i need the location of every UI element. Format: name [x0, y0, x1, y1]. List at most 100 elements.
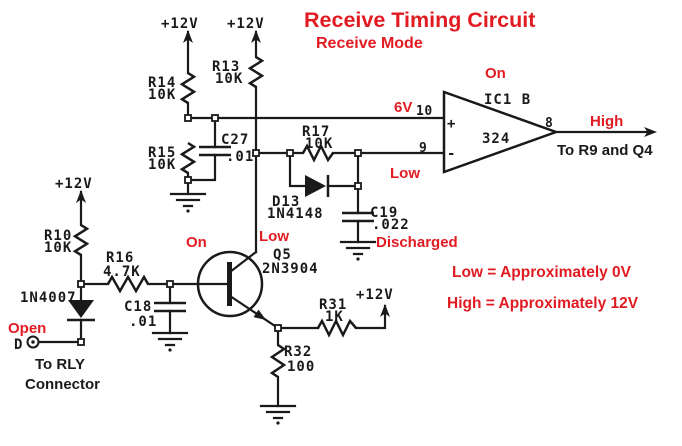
vcc-label-r10: +12V [55, 176, 93, 192]
opamp-minus-input: - [447, 146, 456, 162]
pin-10-label: 10 [416, 104, 433, 119]
label-q5-ref: Q5 [273, 247, 292, 263]
terminal-center-dot [31, 340, 35, 344]
label-r31-value: 1K [325, 309, 344, 325]
annotation-q5-on: On [186, 234, 207, 251]
terminal-d-label: D [14, 337, 23, 353]
ground-r15 [169, 192, 207, 213]
resistor-r15 [179, 141, 197, 175]
label-r17-value: 10K [305, 136, 333, 152]
capacitors [154, 145, 374, 313]
opamp-part-number: 324 [482, 131, 510, 147]
legend-low: Low = Approximately 0V [452, 264, 632, 281]
page-title: Receive Timing Circuit [304, 8, 535, 32]
wires [37, 30, 650, 408]
label-r16-value: 4.7K [103, 264, 141, 280]
junction-dot [286, 149, 294, 157]
label-c27-ref: C27 [221, 132, 249, 148]
transistor-body [196, 250, 264, 318]
label-r10-ref: R10 [44, 228, 72, 244]
junction-dot [184, 176, 192, 184]
label-r15-ref: R15 [148, 145, 176, 161]
label-d13-ref: D13 [272, 194, 300, 210]
wire-collector [228, 250, 258, 274]
label-r14-value: 10K [148, 87, 176, 103]
capacitor-c18 [154, 301, 186, 313]
junction-dot [77, 280, 85, 288]
label-r15-value: 10K [148, 157, 176, 173]
junction-dot [77, 338, 85, 346]
power-arrow-icon [76, 190, 86, 203]
opamp-triangle [442, 90, 560, 174]
ground-symbols [151, 192, 377, 425]
annotation-opamp-on: On [485, 65, 506, 82]
label-r13-value: 10K [215, 71, 243, 87]
annotation-to-rly: To RLY [35, 356, 85, 373]
label-r31-ref: R31 [319, 297, 347, 313]
power-arrow-icon [183, 30, 193, 43]
terminal-d: D [14, 335, 40, 353]
label-r17-ref: R17 [302, 124, 330, 140]
label-d13-value: 1N4148 [267, 206, 324, 222]
resistor-r16 [106, 274, 150, 294]
resistor-r13 [247, 55, 265, 89]
power-arrow-icon [380, 304, 390, 317]
capacitor-c27 [199, 145, 231, 157]
label-r14-ref: R14 [148, 75, 176, 91]
output-arrow-icon [644, 127, 657, 137]
annotation-open: Open [8, 320, 46, 337]
label-1n4007: 1N4007 [20, 290, 77, 306]
label-r10-value: 10K [44, 240, 72, 256]
opamp-plus-input: + [447, 116, 456, 132]
label-c18-value: .01 [129, 314, 157, 330]
diodes [67, 175, 330, 322]
diode-d13 [305, 175, 326, 197]
legend-high: High = Approximately 12V [447, 295, 639, 312]
emitter-arrow-icon [253, 309, 266, 320]
resistor-r31 [316, 318, 357, 338]
opamp-ic1b: + - [442, 90, 560, 174]
label-c27-value: .01 [226, 149, 254, 165]
annotation-connector: Connector [25, 376, 100, 393]
junction-dot [274, 324, 282, 332]
junction-dot [166, 280, 174, 288]
opamp-name: IC1 B [484, 92, 531, 108]
transistor-q5 [196, 250, 266, 320]
resistor-r14 [179, 71, 197, 105]
transistor-base-bar [227, 262, 232, 306]
ground-r32 [259, 404, 297, 425]
label-q5-value: 2N3904 [262, 261, 319, 277]
arrows [76, 30, 657, 317]
annotation-6v: 6V [394, 99, 412, 116]
junction-dot [252, 149, 260, 157]
label-r13-ref: R13 [212, 59, 240, 75]
label-r16-ref: R16 [106, 250, 134, 266]
ground-c18 [151, 331, 189, 352]
junction-dot [184, 114, 192, 122]
annotation-discharged: Discharged [376, 234, 458, 251]
label-r32-ref: R32 [284, 344, 312, 360]
annotation-to-r9-q4: To R9 and Q4 [557, 142, 653, 159]
junction-dot [354, 149, 362, 157]
annotation-collector-low: Low [259, 228, 289, 245]
resistors [72, 55, 357, 379]
wire-emitter [228, 294, 280, 330]
resistor-r17 [301, 143, 335, 163]
annotation-pin9-low: Low [390, 165, 420, 182]
junctions [77, 114, 362, 346]
vcc-label-r14: +12V [161, 16, 199, 32]
wire-c27 [186, 116, 217, 182]
page-subtitle: Receive Mode [316, 35, 423, 52]
vcc-label-r31: +12V [356, 287, 394, 303]
resistor-r10 [72, 223, 90, 257]
label-r32-value: 100 [287, 359, 315, 375]
label-c19-value: .022 [372, 217, 410, 233]
pin-8-label: 8 [545, 116, 553, 131]
junction-dot [211, 114, 219, 122]
resistor-r32 [269, 343, 287, 379]
power-arrow-icon [251, 30, 261, 43]
ground-c19 [339, 240, 377, 261]
annotation-output-high: High [590, 113, 623, 130]
